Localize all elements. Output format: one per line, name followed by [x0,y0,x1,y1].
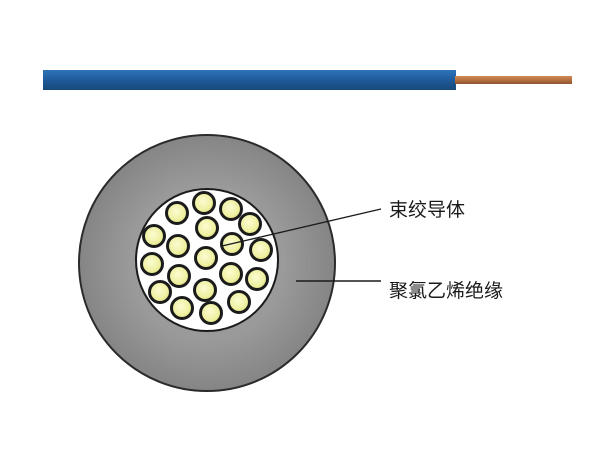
conductor-strand [219,262,243,286]
label-conductor: 束绞导体 [389,199,465,221]
conductor-strand [193,278,217,302]
strand-group [140,191,273,325]
conductor-strand [192,191,216,215]
conductor-strand [238,212,262,236]
conductor-strand [245,267,269,291]
wire-side-view [43,70,572,90]
conductor-strand [142,224,166,248]
wire-copper-core [455,76,572,84]
conductor-strand [227,290,251,314]
leader-line-conductor [221,208,382,247]
conductor-strand [195,216,219,240]
conductor-strand [167,264,191,288]
label-insulation: 聚氯乙烯绝缘 [389,280,503,302]
cable-cross-section [78,134,336,392]
conductor-strand [170,296,194,320]
conductor-strand [166,234,190,258]
conductor-strand [140,252,164,276]
conductor-strand [219,197,243,221]
conductor-strand [249,238,273,262]
conductor-strand [194,246,218,270]
conductor-strand [165,201,189,225]
conductor-strand [199,301,223,325]
conductor-strand [148,280,172,304]
wire-blue-insulation [43,70,456,90]
